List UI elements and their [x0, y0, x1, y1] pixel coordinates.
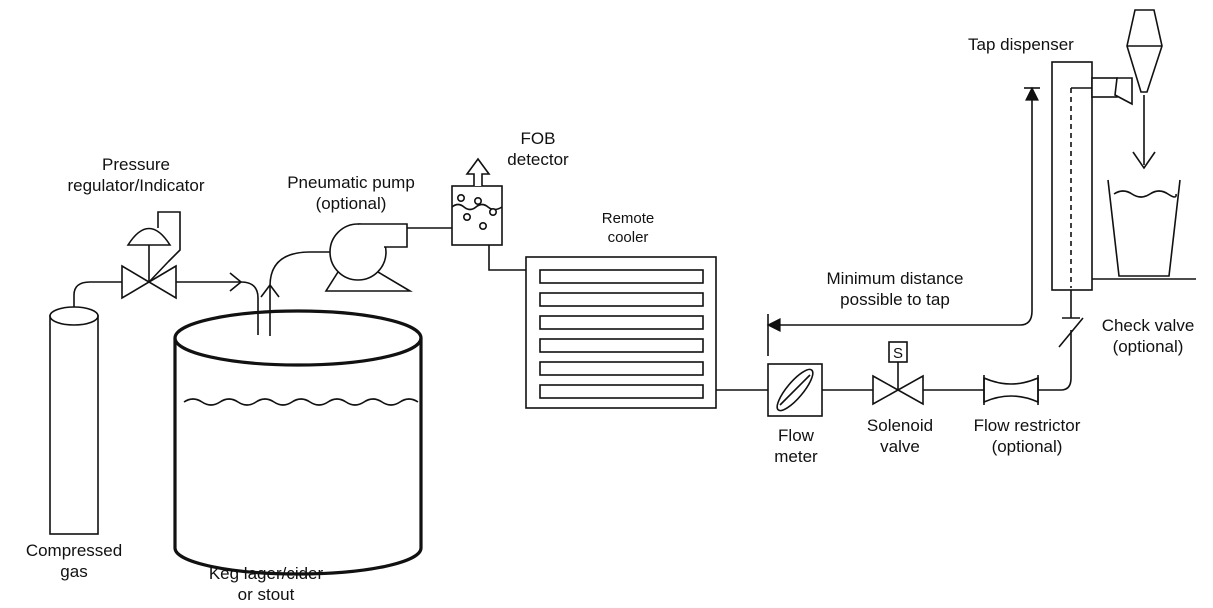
- flow-restrictor: [983, 375, 1039, 405]
- check-valve-label: Check valve (optional): [1088, 315, 1208, 357]
- gas-inlet-pipe: [240, 281, 259, 335]
- compressed-gas-line-2: gas: [60, 562, 88, 581]
- keg: [173, 309, 423, 576]
- min-distance-dimension: [766, 86, 1040, 356]
- flow-restrictor-label: Flow restrictor (optional): [952, 415, 1102, 457]
- flow-meter-label: Flow meter: [756, 425, 836, 467]
- remote-cooler: [525, 256, 717, 409]
- check-valve: [1058, 290, 1084, 348]
- flow-meter: [767, 363, 823, 417]
- compressed-gas-label: Compressed gas: [22, 540, 126, 582]
- pressure-regulator-valve: [121, 211, 181, 300]
- min-distance-line-2: possible to tap: [840, 290, 950, 309]
- pneumatic-pump: [324, 223, 413, 292]
- gas-cylinder: [49, 306, 99, 535]
- flow-restrictor-line-2: (optional): [991, 437, 1063, 456]
- solenoid-symbol: S: [893, 345, 903, 362]
- tap-dispenser-label: Tap dispenser: [968, 35, 1074, 54]
- solenoid-valve-line-1: Solenoid: [866, 416, 934, 435]
- remote-cooler-line-1: Remote: [601, 210, 655, 227]
- keg-label: Keg lager/cider or stout: [194, 563, 338, 605]
- pneumatic-pump-label: Pneumatic pump (optional): [276, 172, 426, 214]
- pressure-regulator-label: Pressure regulator/Indicator: [46, 154, 226, 196]
- fob-to-cooler-pipe: [488, 245, 526, 271]
- min-distance-label: Minimum distance possible to tap: [800, 268, 990, 310]
- solenoid-valve-line-2: valve: [880, 437, 920, 456]
- pressure-regulator-line-2: regulator/Indicator: [67, 176, 205, 195]
- fob-detector: [451, 157, 503, 246]
- keg-line-2: or stout: [237, 585, 295, 604]
- pneumatic-pump-line-1: Pneumatic pump: [287, 173, 415, 192]
- keg-outlet-pipe: [269, 251, 334, 336]
- restrictor-to-check-pipe: [1038, 343, 1072, 391]
- remote-cooler-label: Remote cooler: [584, 209, 672, 247]
- flow-meter-line-1: Flow: [778, 426, 814, 445]
- fob-detector-label: FOB detector: [490, 128, 586, 170]
- pneumatic-pump-line-2: (optional): [315, 194, 387, 213]
- flow-meter-line-2: meter: [774, 447, 818, 466]
- solenoid-valve: [872, 341, 924, 406]
- min-distance-line-1: Minimum distance: [826, 269, 964, 288]
- solenoid-valve-label: Solenoid valve: [852, 415, 948, 457]
- flow-arrow-keg: [260, 283, 280, 298]
- remote-cooler-line-2: cooler: [607, 229, 649, 246]
- check-valve-line-1: Check valve: [1101, 316, 1195, 335]
- fob-detector-line-2: detector: [507, 150, 569, 169]
- gas-pipe: [73, 281, 122, 307]
- tap-dispenser: [1051, 9, 1196, 291]
- keg-line-1: Keg lager/cider: [208, 564, 324, 583]
- check-valve-line-2: (optional): [1112, 337, 1184, 356]
- flow-restrictor-line-1: Flow restrictor: [973, 416, 1081, 435]
- compressed-gas-line-1: Compressed: [25, 541, 123, 560]
- pressure-regulator-line-1: Pressure: [101, 155, 171, 174]
- fob-detector-line-1: FOB: [520, 129, 556, 148]
